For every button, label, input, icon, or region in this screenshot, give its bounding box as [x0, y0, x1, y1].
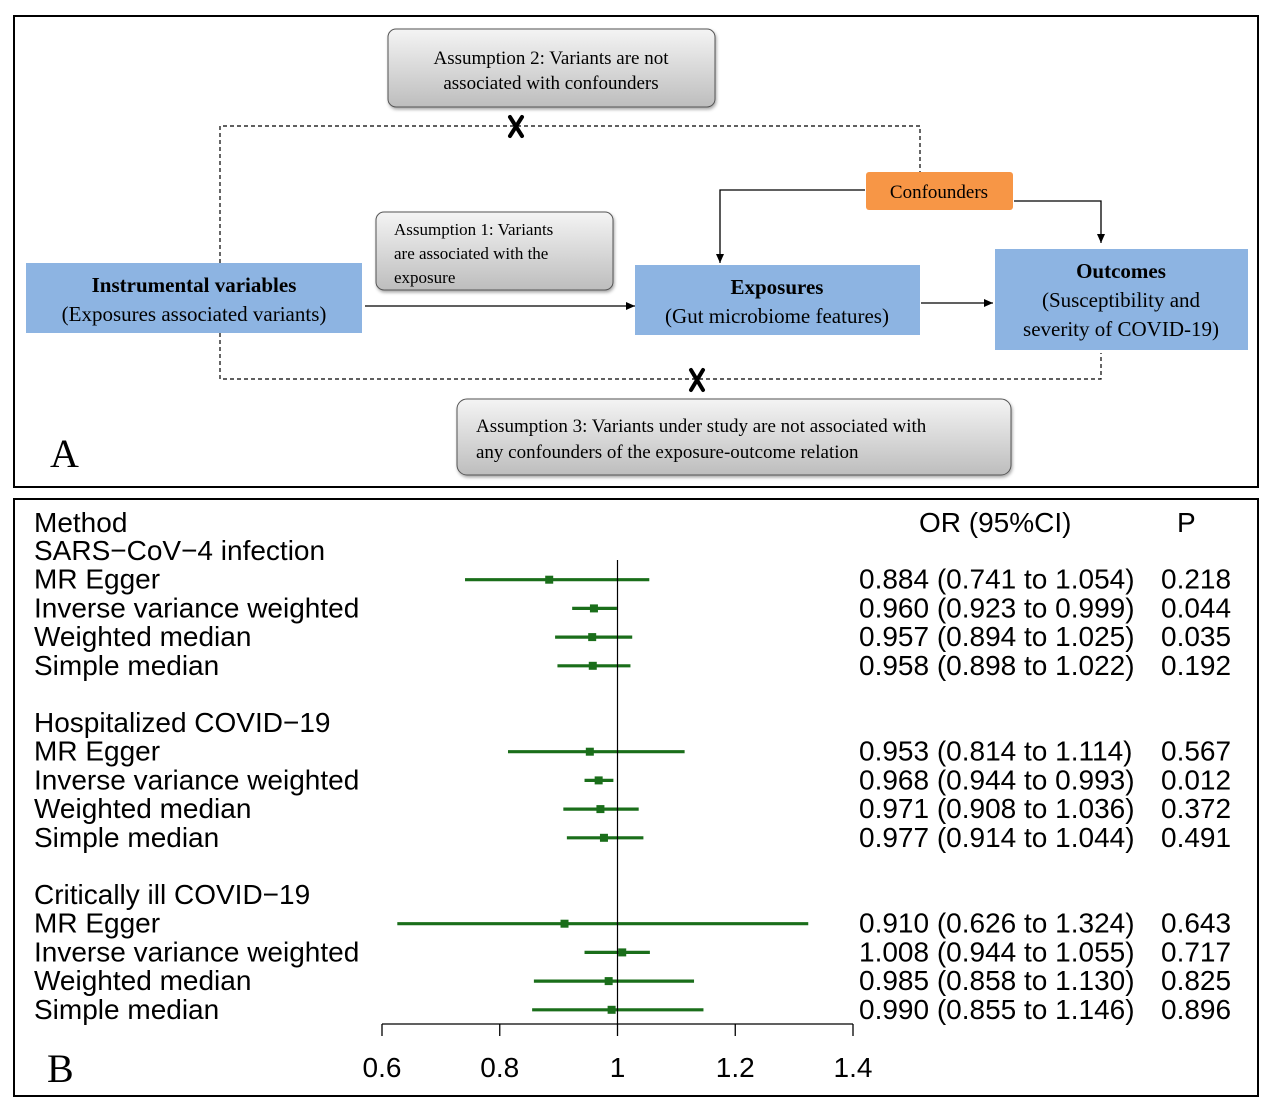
or-ci-value: 0.977 (0.914 to 1.044) [859, 822, 1135, 853]
outcomes-title: Outcomes [1076, 259, 1166, 283]
panel-a-label: A [50, 431, 79, 476]
assumption1-line3: exposure [394, 268, 455, 287]
x-tick-label: 0.8 [480, 1052, 519, 1083]
p-value: 0.192 [1161, 650, 1231, 681]
p-value: 0.012 [1161, 764, 1231, 795]
or-ci-value: 0.990 (0.855 to 1.146) [859, 994, 1135, 1025]
panel-b: Method OR (95%CI) P SARS−CoV−4 infection… [13, 498, 1259, 1097]
x-tick-label: 0.6 [363, 1052, 402, 1083]
outcomes-line2: severity of COVID-19) [1023, 317, 1219, 341]
dashed-link-bottom [219, 333, 1102, 380]
or-ci-value: 0.958 (0.898 to 1.022) [859, 650, 1135, 681]
p-value: 0.717 [1161, 936, 1231, 967]
confounders-label: Confounders [890, 182, 988, 203]
assumption3-line2: any confounders of the exposure-outcome … [476, 442, 859, 463]
exposures-title: Exposures [731, 275, 824, 299]
point-estimate [618, 948, 627, 957]
point-estimate [596, 805, 605, 814]
point-estimate [589, 604, 598, 613]
or-ci-value: 0.971 (0.908 to 1.036) [859, 793, 1135, 824]
header-method: Method [34, 507, 127, 538]
point-estimate [594, 776, 603, 785]
assumption2-line1: Assumption 2: Variants are not [433, 48, 669, 69]
dashed-link-top [219, 125, 921, 263]
or-ci-value: 0.960 (0.923 to 0.999) [859, 592, 1135, 623]
point-estimate [585, 747, 594, 756]
p-value: 0.567 [1161, 736, 1231, 767]
panel-a: Assumption 2: Variants are not associate… [13, 15, 1259, 488]
method-label: MR Egger [34, 564, 160, 595]
panel-b-label: B [47, 1046, 74, 1091]
p-value: 0.825 [1161, 965, 1231, 996]
x-tick-label: 1.2 [716, 1052, 755, 1083]
assumption3-box: Assumption 3: Variants under study are n… [456, 398, 1012, 476]
group-title: Hospitalized COVID−19 [34, 707, 330, 738]
method-label: Weighted median [34, 621, 251, 652]
diagram-svg: Assumption 2: Variants are not associate… [26, 28, 1248, 476]
confounders-box: Confounders [866, 172, 1013, 210]
method-label: Weighted median [34, 965, 251, 996]
instrumental-variables-box: Instrumental variables (Exposures associ… [26, 263, 362, 333]
assumption1-line1: Assumption 1: Variants [394, 220, 553, 239]
p-value: 0.044 [1161, 592, 1231, 623]
method-label: MR Egger [34, 908, 160, 939]
method-label: Inverse variance weighted [34, 592, 359, 623]
point-estimate [604, 977, 613, 986]
outcomes-line1: (Susceptibility and [1042, 288, 1201, 312]
forest-plot-svg: Method OR (95%CI) P SARS−CoV−4 infection… [34, 507, 1231, 1091]
point-estimate [599, 833, 608, 842]
assumption1-line2: are associated with the [394, 244, 548, 263]
p-value: 0.491 [1161, 822, 1231, 853]
assumption2-line2: associated with confounders [443, 73, 658, 94]
method-label: Weighted median [34, 793, 251, 824]
point-estimate [588, 661, 597, 670]
p-value: 0.643 [1161, 908, 1231, 939]
group-title: SARS−CoV−4 infection [34, 535, 325, 566]
p-value: 0.035 [1161, 621, 1231, 652]
or-ci-value: 0.985 (0.858 to 1.130) [859, 965, 1135, 996]
x-tick-label: 1 [610, 1052, 626, 1083]
p-value: 0.896 [1161, 994, 1231, 1025]
method-label: Simple median [34, 822, 219, 853]
point-estimate [588, 633, 597, 642]
assumption3-line1: Assumption 3: Variants under study are n… [476, 416, 927, 437]
or-ci-value: 0.953 (0.814 to 1.114) [859, 736, 1132, 767]
arrow-confounder-to-exposure [716, 189, 865, 263]
group-title: Critically ill COVID−19 [34, 879, 310, 910]
assumption2-box: Assumption 2: Variants are not associate… [387, 28, 716, 108]
outcomes-box: Outcomes (Susceptibility and severity of… [995, 249, 1248, 350]
x-tick-label: 1.4 [834, 1052, 873, 1083]
arrow-confounder-to-outcome [1014, 200, 1105, 243]
method-label: Inverse variance weighted [34, 764, 359, 795]
cross-mark-top [508, 115, 524, 138]
header-or: OR (95%CI) [919, 507, 1071, 538]
point-estimate [607, 1005, 616, 1014]
or-ci-value: 0.957 (0.894 to 1.025) [859, 621, 1135, 652]
method-label: Simple median [34, 650, 219, 681]
assumption1-box: Assumption 1: Variants are associated wi… [375, 211, 614, 291]
method-label: MR Egger [34, 736, 160, 767]
exposures-box: Exposures (Gut microbiome features) [635, 265, 920, 335]
or-ci-value: 1.008 (0.944 to 1.055) [859, 936, 1135, 967]
point-estimate [545, 575, 554, 584]
instrumental-subtitle: (Exposures associated variants) [62, 302, 327, 326]
p-value: 0.218 [1161, 564, 1231, 595]
method-label: Inverse variance weighted [34, 936, 359, 967]
or-ci-value: 0.968 (0.944 to 0.993) [859, 764, 1135, 795]
or-ci-value: 0.884 (0.741 to 1.054) [859, 564, 1135, 595]
point-estimate [560, 919, 569, 928]
p-value: 0.372 [1161, 793, 1231, 824]
cross-mark-bottom [689, 368, 705, 392]
header-p: P [1177, 507, 1196, 538]
x-axis: 0.6 0.8 1 1.2 1.4 [363, 560, 873, 1083]
or-ci-value: 0.910 (0.626 to 1.324) [859, 908, 1135, 939]
instrumental-title: Instrumental variables [92, 273, 297, 297]
method-label: Simple median [34, 994, 219, 1025]
exposures-subtitle: (Gut microbiome features) [665, 304, 889, 328]
